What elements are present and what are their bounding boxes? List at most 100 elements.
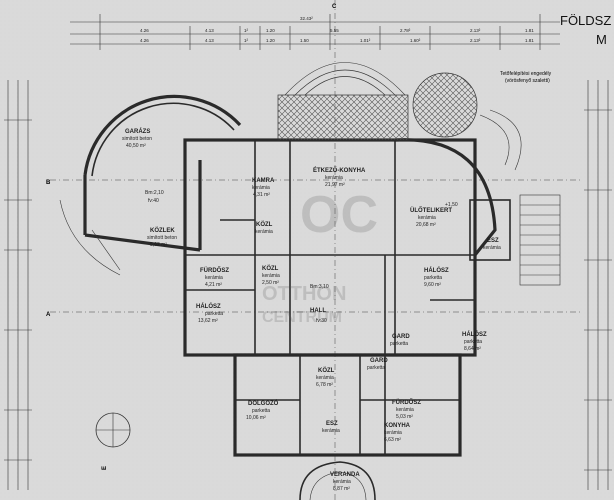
- room-gard-2: GARD parketta: [367, 358, 388, 371]
- dim-top2-1: 4.13: [205, 38, 214, 43]
- permit-note-line1: Tetőfelépítési engedély: [500, 71, 552, 77]
- room-name: HÁLÓSZ: [424, 266, 449, 274]
- room-name: ESZ: [326, 421, 338, 427]
- room-finish: kerámia: [396, 407, 414, 413]
- axis-label-e: E: [102, 466, 108, 470]
- room-name: DOLGOZÓ: [248, 399, 279, 407]
- room-finish: simított beton: [122, 136, 152, 142]
- room-finish: kerámia: [325, 175, 343, 181]
- room-area: 5,03 m²: [396, 414, 413, 420]
- dim-top-3: 1.20: [266, 28, 275, 33]
- dim-top-6: 2.13²: [470, 28, 481, 33]
- room-name: KÖZL: [256, 221, 273, 228]
- room-finish: kerámia: [322, 428, 340, 434]
- dim-top-2: 1²: [244, 28, 249, 33]
- room-finish: parketta: [252, 408, 270, 414]
- room-finish: kerámia: [252, 185, 270, 191]
- left-dimension-ladder: [4, 80, 32, 490]
- terrace: [277, 62, 522, 171]
- permit-note-line2: (vörösfenyő szaletti): [505, 78, 550, 84]
- room-finish: kerámia: [255, 229, 273, 235]
- room-area: 10,06 m²: [246, 415, 266, 421]
- room-name: ÉTKEZŐ-KONYHA: [313, 166, 366, 174]
- room-area: 40,50 m²: [126, 143, 146, 149]
- room-name: FÜRDŐSZ: [200, 267, 229, 274]
- veranda-arc: [299, 461, 376, 500]
- room-name: HÁLÓSZ: [196, 302, 221, 310]
- plan-title-suffix: M: [596, 32, 607, 47]
- dim-top2-0: 4.26: [140, 38, 149, 43]
- dim-top2-4: 1.50: [300, 38, 309, 43]
- room-halosz-3: HÁLÓSZ parketta 8,64 m²: [462, 330, 487, 352]
- dim-top2-5: 1.01²: [360, 38, 371, 43]
- room-furdosz-2: FÜRDŐSZ kerámia 5,03 m²: [392, 399, 421, 420]
- room-ulotelikert: ÜLŐTELIKERT kerámia 20,68 m² +1,50: [410, 202, 458, 228]
- dim-top2-3: 1.20: [266, 38, 275, 43]
- room-finish: kerámia: [384, 430, 402, 436]
- room-name: GARÁZS: [125, 128, 150, 135]
- watermark-line1: OTTHON: [262, 283, 346, 305]
- room-gard-1: GARD parketta: [390, 334, 410, 347]
- room-height: Bm:3,10: [310, 284, 329, 290]
- room-finish: parketta: [424, 275, 442, 281]
- garage-walls: [59, 94, 242, 276]
- room-area: 13,62 m²: [198, 318, 218, 324]
- room-finish: parketta: [464, 339, 482, 345]
- room-hall: HALL Bm:3,10 fv:30: [310, 284, 329, 324]
- room-name: ESZ: [487, 238, 499, 244]
- dim-top2-2: 1²: [244, 38, 249, 43]
- room-finish: kerámia: [483, 245, 501, 251]
- dim-top-1: 4.13: [205, 28, 214, 33]
- room-name: ÜLŐTELIKERT: [410, 207, 452, 214]
- right-dimension-ladder: [584, 80, 612, 490]
- room-kozl-3: KÖZL kerámia 6,78 m²: [316, 367, 335, 388]
- room-konyha: KONYHA kerámia 6,63 m²: [384, 423, 411, 443]
- room-level: +1,50: [445, 202, 458, 208]
- watermark-line2: CENTRUM: [262, 309, 342, 326]
- room-name: HÁLÓSZ: [462, 330, 487, 338]
- room-name: FÜRDŐSZ: [392, 399, 421, 406]
- grid-axes: B A C E: [46, 0, 580, 500]
- room-finish: parketta: [205, 311, 223, 317]
- room-finish: simított beton: [147, 235, 177, 241]
- room-furdosz-1: FÜRDŐSZ kerámia 4,21 m²: [200, 267, 229, 288]
- room-finish: parketta: [367, 365, 385, 371]
- dim-top-4: 5.55: [330, 28, 339, 33]
- room-area: 9,60 m²: [424, 282, 441, 288]
- dim-top2-7: 2.13²: [470, 38, 481, 43]
- room-fv: fv:40: [148, 198, 159, 204]
- room-name: KONYHA: [384, 423, 411, 429]
- dim-top-5: 2.78²: [400, 28, 411, 33]
- side-stair: [519, 194, 561, 286]
- room-esz-2: ESZ kerámia: [322, 421, 340, 434]
- room-area: 8,64 m²: [464, 346, 481, 352]
- room-garazs: GARÁZS simított beton 40,50 m² Bm:2,10 f…: [122, 128, 164, 204]
- room-name: GARD: [392, 334, 410, 340]
- room-area: 4,31 m²: [253, 192, 270, 198]
- room-dolgozo: DOLGOZÓ parketta 10,06 m²: [246, 399, 279, 421]
- total-width-label: 32.43²: [300, 16, 313, 21]
- north-arrow: [95, 412, 131, 448]
- top-dimension-chain: 32.43² 4.26 4.13 1² 1.20 5.55 2.78² 2.13…: [70, 14, 560, 50]
- dim-top2-8: 1.81: [525, 38, 534, 43]
- room-area: 5,62 m²: [150, 242, 167, 248]
- room-kozl-2: KÖZL kerámia 2,50 m²: [262, 265, 280, 286]
- room-fv: fv:30: [316, 318, 327, 324]
- axis-label-c: C: [332, 4, 337, 10]
- dim-top-7: 1.81: [525, 28, 534, 33]
- room-area: 20,68 m²: [416, 222, 436, 228]
- room-name: GARD: [370, 358, 388, 364]
- room-veranda: VERANDA kerámia 8,87 m²: [330, 472, 360, 492]
- room-kozl-1: KÖZL kerámia: [255, 221, 273, 235]
- dim-top2-6: 1.60²: [410, 38, 421, 43]
- room-finish: kerámia: [262, 273, 280, 279]
- watermark: OC OTTHON CENTRUM: [262, 186, 378, 326]
- room-name: KÖZL: [262, 265, 279, 272]
- dim-top-0: 4.26: [140, 28, 149, 33]
- room-finish: kerámia: [418, 215, 436, 221]
- room-kozlek: KÖZLEK simított beton 5,62 m²: [147, 227, 177, 248]
- plan-title: FÖLDSZ: [560, 13, 611, 28]
- room-finish: parketta: [390, 341, 408, 347]
- room-esz-1: ESZ kerámia: [483, 238, 501, 251]
